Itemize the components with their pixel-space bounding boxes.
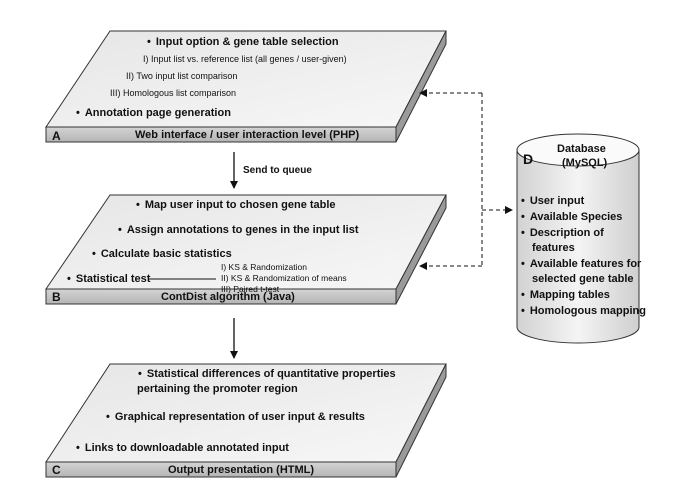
panel-b-title: ContDist algorithm (Java)	[161, 291, 295, 303]
queue-label: Send to queue	[243, 165, 312, 176]
database-item-species: Available Species	[521, 212, 623, 223]
dashed-links	[419, 89, 513, 270]
panel-b	[45, 194, 447, 305]
panel-a-label-bar	[45, 126, 397, 143]
panel-a-letter: A	[52, 129, 61, 143]
panel-b-item-statistics: Calculate basic statistics	[92, 249, 232, 260]
panel-a	[45, 30, 447, 143]
panel-a-option-1: I) Input list vs. reference list (all ge…	[143, 54, 347, 64]
panel-c-title: Output presentation (HTML)	[168, 464, 315, 476]
panel-b-item-assign: Assign annotations to genes in the input…	[118, 225, 359, 236]
database-item-available-features: Available features for	[521, 259, 641, 270]
database-title: Database	[557, 143, 606, 155]
cylinder-top	[516, 133, 640, 167]
panel-b-label-bar	[45, 288, 397, 305]
database-item-mapping-tables: Mapping tables	[521, 290, 610, 301]
database-item-homologous-mapping: Homologous mapping	[521, 306, 646, 317]
panel-c-item-graphical: Graphical representation of user input &…	[106, 412, 365, 423]
database-engine: (MySQL)	[562, 157, 608, 169]
panel-b-test-1: I) KS & Randomization	[221, 262, 307, 272]
panel-b-item-statistical-test: Statistical test	[67, 274, 151, 285]
panel-a-item-input-option: Input option & gene table selection	[147, 37, 339, 48]
panel-b-item-map-input: Map user input to chosen gene table	[136, 200, 336, 211]
panel-a-item-annotation: Annotation page generation	[76, 108, 231, 119]
database-item-description: Description of	[521, 228, 604, 239]
panel-a-option-3: III) Homologous list comparison	[110, 88, 237, 98]
database-item-features: features	[532, 242, 575, 254]
panel-b-letter: B	[52, 290, 61, 304]
database-item-user-input: User input	[521, 196, 584, 207]
panel-c-item-links: Links to downloadable annotated input	[76, 443, 289, 454]
database-letter: D	[523, 151, 534, 167]
panel-b-test-3: III) Paired t-test	[221, 284, 280, 294]
database-item-selected-table: selected gene table	[532, 273, 634, 285]
panel-c-item-promoter-region: pertaining the promoter region	[137, 383, 298, 395]
panel-c-label-bar	[45, 461, 397, 478]
panel-c-item-statistical-differences: Statistical differences of quantitative …	[138, 369, 396, 380]
panel-a-title: Web interface / user interaction level (…	[135, 129, 360, 141]
panel-b-test-2: II) KS & Randomization of means	[221, 273, 347, 283]
panel-a-option-2: II) Two input list comparison	[126, 71, 238, 81]
panel-c-letter: C	[52, 463, 61, 477]
